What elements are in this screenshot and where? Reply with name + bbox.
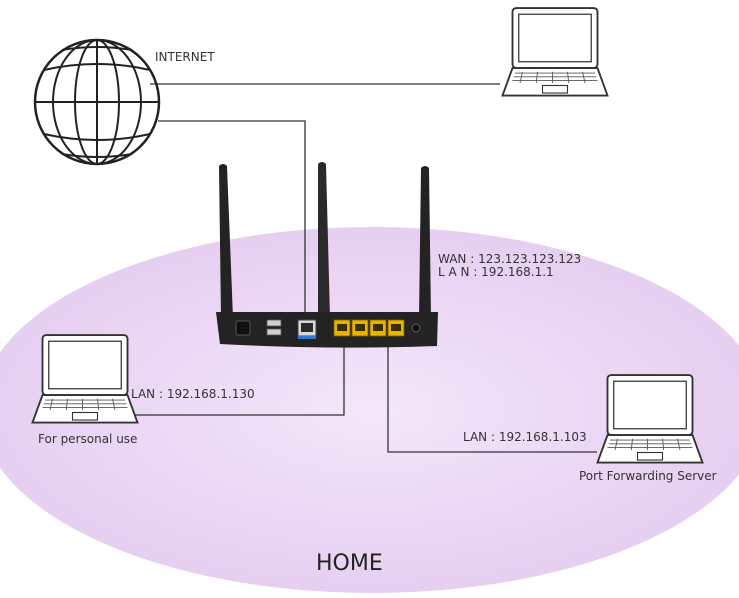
home-label: HOME [316,551,383,576]
personal-lan-label: LAN : 192.168.1.130 [131,387,255,401]
server-lan-label: LAN : 192.168.1.103 [463,430,587,444]
router-lan-label: L A N : 192.168.1.1 [438,265,554,279]
internet-label: INTERNET [155,50,215,64]
laptop-icon [501,7,609,97]
personal-caption: For personal use [38,432,138,446]
laptop-icon [31,334,139,424]
router-icon [216,162,438,348]
server-caption: Port Forwarding Server [579,469,717,483]
globe-icon [33,38,161,166]
router-wan-label: WAN : 123.123.123.123 [438,252,582,266]
router-to-server-line [387,336,597,453]
router-to-personal-line [130,336,345,416]
internet-to-router-line [158,120,306,318]
laptop-icon [596,374,704,464]
connection-lines [130,83,597,453]
home-zone [0,227,739,593]
